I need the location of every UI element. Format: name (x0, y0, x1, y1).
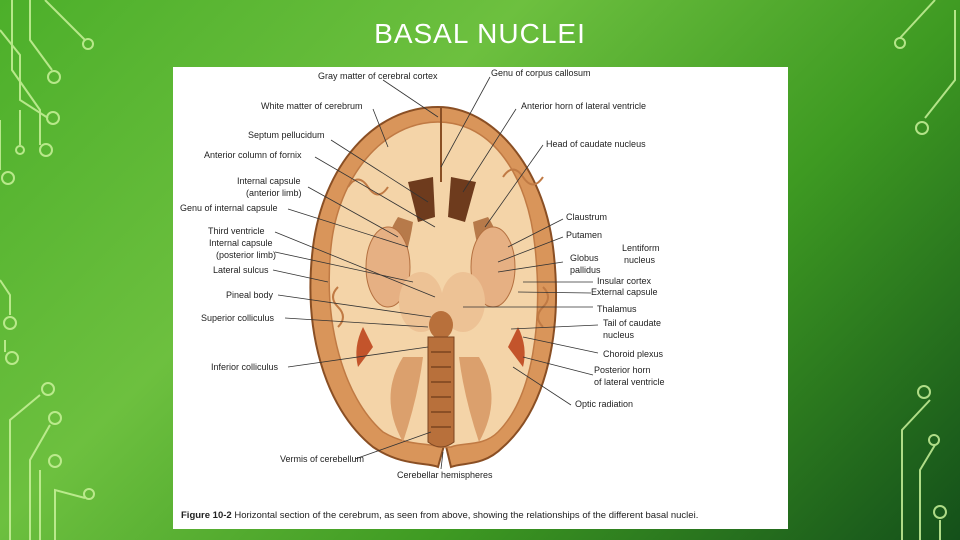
label-tail-caudate: Tail of caudate (603, 318, 661, 328)
label-claustrum: Claustrum (566, 212, 607, 222)
label-internal-capsule-anterior: Internal capsule (237, 176, 301, 186)
label-inferior-colliculus: Inferior colliculus (211, 362, 279, 372)
label-gray-matter: Gray matter of cerebral cortex (318, 71, 438, 81)
label-vermis: Vermis of cerebellum (280, 454, 364, 464)
label-internal-capsule-posterior-limb: (posterior limb) (216, 250, 276, 260)
label-head-caudate: Head of caudate nucleus (546, 139, 646, 149)
caption-number: Figure 10-2 (181, 510, 232, 521)
label-thalamus: Thalamus (597, 304, 637, 314)
label-cerebellar-hemispheres: Cerebellar hemispheres (397, 470, 493, 480)
caption-text: Horizontal section of the cerebrum, as s… (234, 510, 698, 521)
label-posterior-horn-lateral-ventricle: of lateral ventricle (594, 377, 665, 387)
slide-title: BASAL NUCLEI (0, 18, 960, 50)
brain-section-diagram: Gray matter of cerebral cortex Genu of c… (173, 67, 788, 529)
label-external-capsule: External capsule (591, 287, 658, 297)
label-insular-cortex: Insular cortex (597, 276, 652, 286)
label-choroid-plexus: Choroid plexus (603, 349, 664, 359)
label-posterior-horn: Posterior horn (594, 365, 651, 375)
label-third-ventricle: Third ventricle (208, 226, 265, 236)
label-internal-capsule-anterior-limb: (anterior limb) (246, 188, 302, 198)
label-globus: Globus (570, 253, 599, 263)
label-anterior-column-fornix: Anterior column of fornix (204, 150, 302, 160)
label-optic-radiation: Optic radiation (575, 399, 633, 409)
label-superior-colliculus: Superior colliculus (201, 313, 275, 323)
label-septum: Septum pellucidum (248, 130, 325, 140)
label-pallidus: pallidus (570, 265, 601, 275)
label-tail-caudate-nucleus: nucleus (603, 330, 635, 340)
brain-illustration (311, 107, 556, 467)
label-lateral-sulcus: Lateral sulcus (213, 265, 269, 275)
label-genu-corpus-callosum: Genu of corpus callosum (491, 68, 591, 78)
figure-caption: Figure 10-2 Horizontal section of the ce… (181, 510, 698, 521)
label-genu-internal-capsule: Genu of internal capsule (180, 203, 278, 213)
label-anterior-horn: Anterior horn of lateral ventricle (521, 101, 646, 111)
label-lentiform: Lentiform (622, 243, 660, 253)
pineal-colliculi (429, 311, 453, 339)
figure-panel: Gray matter of cerebral cortex Genu of c… (173, 67, 788, 529)
label-lentiform-nucleus: nucleus (624, 255, 656, 265)
label-internal-capsule-posterior: Internal capsule (209, 238, 273, 248)
label-putamen: Putamen (566, 230, 602, 240)
label-pineal-body: Pineal body (226, 290, 274, 300)
label-white-matter: White matter of cerebrum (261, 101, 363, 111)
vermis-shape (428, 337, 454, 447)
